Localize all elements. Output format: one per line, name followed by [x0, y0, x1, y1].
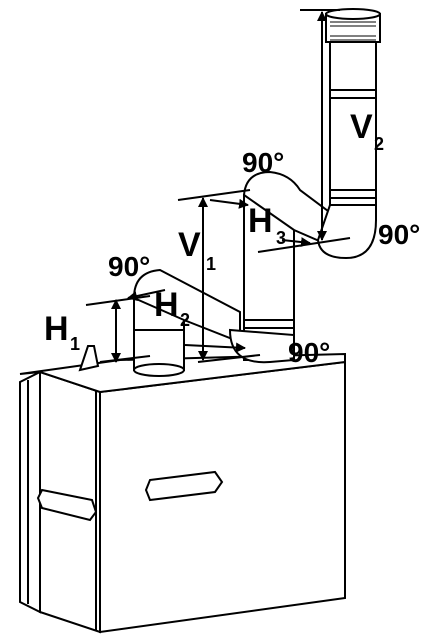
- cabinet-side-face: [99, 360, 346, 634]
- vent-cap-louvers: [330, 21, 376, 41]
- pipe-base-collar: [133, 363, 185, 377]
- dimension-v2: [300, 9, 340, 241]
- extension-line: [99, 355, 151, 363]
- label-v2: V 2: [350, 108, 384, 154]
- cabinet-front-edge: [19, 370, 41, 614]
- label-v1-letter: V: [178, 226, 201, 264]
- pipe-segment-2: [228, 170, 341, 364]
- dimension-h2: [127, 289, 246, 353]
- label-h3: H 3: [248, 202, 286, 248]
- label-h2-letter: H: [154, 286, 179, 324]
- pipe-elbow-2: [228, 328, 295, 364]
- label-h1-subscript: 1: [70, 334, 80, 354]
- label-h1-letter: H: [44, 310, 69, 348]
- dimension-h3: [257, 237, 351, 253]
- label-h2: H 2: [154, 286, 190, 330]
- dimension-arrow-h2: [127, 289, 166, 301]
- cabinet-collar: [78, 345, 100, 372]
- dimension-h1: [85, 295, 151, 363]
- label-h2-subscript: 2: [180, 310, 190, 330]
- cabinet-side-handle: [144, 470, 224, 502]
- cabinet-front-handle: [36, 488, 98, 522]
- extension-line: [177, 189, 251, 201]
- label-elbow-angle: 90°: [242, 147, 284, 178]
- furnace-cabinet: [19, 345, 346, 634]
- pipe-elbow-4: [316, 204, 377, 260]
- label-elbow-angle: 90°: [288, 337, 330, 368]
- label-h1: H 1: [44, 310, 80, 354]
- dimension-arrow-v1-top: [209, 198, 249, 209]
- label-elbow-angle: 90°: [378, 219, 420, 250]
- label-v1: V 1: [178, 226, 216, 274]
- extension-line: [197, 354, 261, 363]
- label-v2-subscript: 2: [374, 134, 384, 154]
- dimension-arrow-h3: [281, 237, 311, 248]
- dimension-v1: [177, 189, 261, 363]
- label-h3-subscript: 3: [276, 228, 286, 248]
- label-h3-letter: H: [248, 202, 273, 240]
- dimension-arrow-h2: [184, 342, 246, 353]
- label-v2-letter: V: [350, 108, 373, 146]
- label-elbow-angle: 90°: [108, 251, 150, 282]
- pipe-segment-3: [316, 8, 381, 260]
- label-v1-subscript: 1: [206, 254, 216, 274]
- pipe-elbow-3: [242, 170, 341, 252]
